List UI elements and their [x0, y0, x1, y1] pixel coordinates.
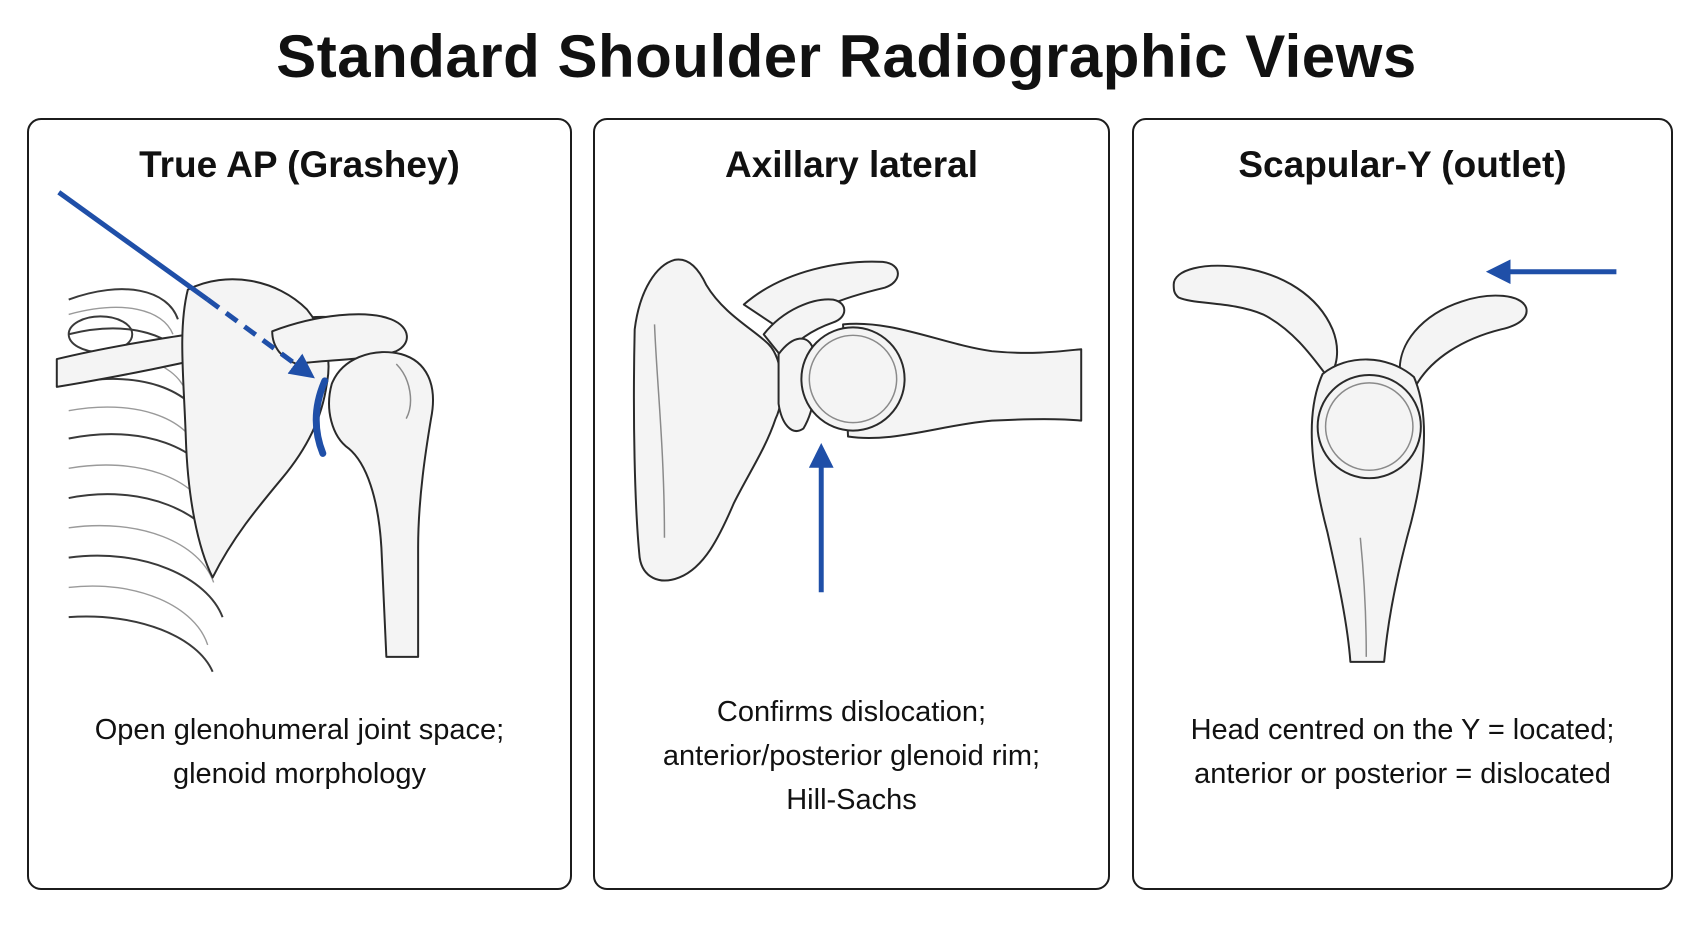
panel-caption: Confirms dislocation; anterior/posterior…: [605, 690, 1098, 822]
humeral-head: [800, 326, 906, 432]
panel-caption: Head centred on the Y = located; anterio…: [1144, 708, 1661, 796]
caption-line: Confirms dislocation;: [716, 696, 987, 728]
caption-line: glenoid morphology: [172, 758, 427, 790]
coracoid-arm: [1172, 264, 1339, 378]
rib-cage: [67, 288, 224, 673]
panel-caption: Open glenohumeral joint space; glenoid m…: [39, 708, 560, 796]
caption-line: Hill-Sachs: [786, 784, 917, 816]
scapular-y-illustration: [1172, 259, 1617, 663]
beam-direction-arrow: [57, 190, 210, 302]
humerus: [328, 351, 434, 658]
panel-scapular-y: Scapular-Y (outlet) Head centred on the …: [1132, 118, 1673, 890]
caption-line: Head centred on the Y = located;: [1190, 714, 1615, 746]
scapula: [632, 258, 783, 582]
caption-line: anterior or posterior = dislocated: [1194, 758, 1611, 790]
acromion-arm: [1398, 294, 1528, 385]
humeral-head: [1316, 373, 1422, 480]
page-title: Standard Shoulder Radiographic Views: [276, 23, 1417, 90]
true-ap-shoulder-illustration: [55, 190, 434, 673]
panel-heading: Axillary lateral: [725, 144, 978, 185]
panel-heading: Scapular-Y (outlet): [1238, 144, 1567, 185]
humerus-shaft: [842, 322, 1083, 440]
glenoid-rim-highlight: [312, 377, 329, 457]
beam-direction-arrow-dashed: [206, 297, 315, 379]
caption-line: anterior/posterior glenoid rim;: [662, 740, 1041, 772]
panel-true-ap: True AP (Grashey) Open glenohumeral join…: [27, 118, 572, 890]
caption-line: Open glenohumeral joint space;: [94, 714, 505, 746]
axillary-lateral-shoulder-illustration: [632, 258, 1083, 593]
panel-heading: True AP (Grashey): [139, 144, 460, 185]
panel-axillary-lateral: Axillary lateral Confirms dislocation; a…: [593, 118, 1110, 890]
